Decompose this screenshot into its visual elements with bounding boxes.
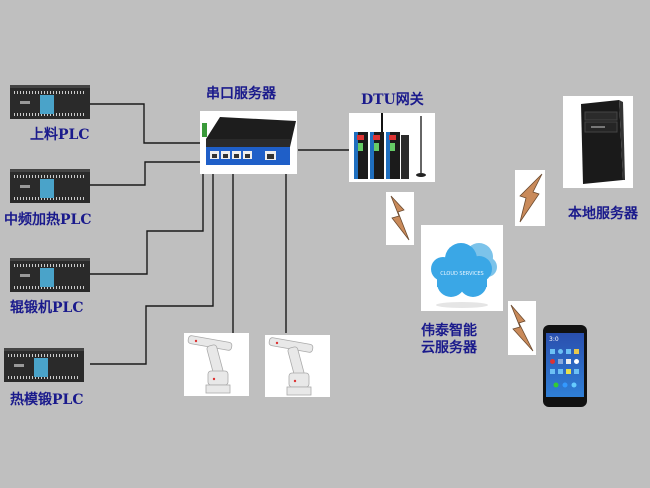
local-server-label: 本地服务器: [568, 206, 638, 222]
wire-plc2: [90, 161, 202, 186]
lightning-icon: [390, 195, 410, 241]
wire-plc1: [90, 103, 202, 144]
robot-arm-1: [184, 333, 249, 396]
wireless-link-local-server: [515, 170, 545, 226]
serial-server-label: 串口服务器: [206, 86, 276, 102]
mobile-phone: 3:0: [543, 325, 587, 407]
plc-device-roll-forging: [10, 258, 90, 292]
plc-label-roll-forging: 辊锻机PLC: [10, 300, 84, 316]
robot-arm-2: [265, 335, 330, 397]
plc-label-hot-die-forging: 热模锻PLC: [10, 392, 84, 408]
plc-label-feeding: 上料PLC: [30, 127, 90, 143]
wire-plc4: [90, 173, 214, 365]
plc-device-feeding: [10, 85, 90, 119]
wire-plc3: [90, 173, 204, 275]
phone-screen: 3:0: [546, 333, 584, 397]
cloud-server-label-line2: 云服务器: [421, 340, 477, 356]
lightning-icon: [510, 304, 534, 352]
local-server-image: [563, 96, 633, 188]
dtu-label: DTU网关: [361, 92, 424, 108]
cloud-server-label-line1: 伟泰智能: [421, 323, 477, 339]
serial-server-image: [200, 111, 297, 174]
wireless-link-phone: [508, 301, 536, 355]
cloud-server-image: CLOUD SERVICES: [421, 225, 503, 311]
lightning-icon: [519, 173, 543, 223]
plc-device-heating: [10, 169, 90, 203]
app-icons: [550, 349, 579, 388]
phone-time: 3:0: [549, 336, 559, 343]
plc-label-heating: 中频加热PLC: [4, 212, 92, 228]
cloud-inner-text: CLOUD SERVICES: [440, 271, 484, 277]
wireless-link-dtu-cloud: [386, 192, 414, 245]
plc-device-hot-die-forging: [4, 348, 84, 382]
dtu-gateway-image: [349, 113, 435, 182]
